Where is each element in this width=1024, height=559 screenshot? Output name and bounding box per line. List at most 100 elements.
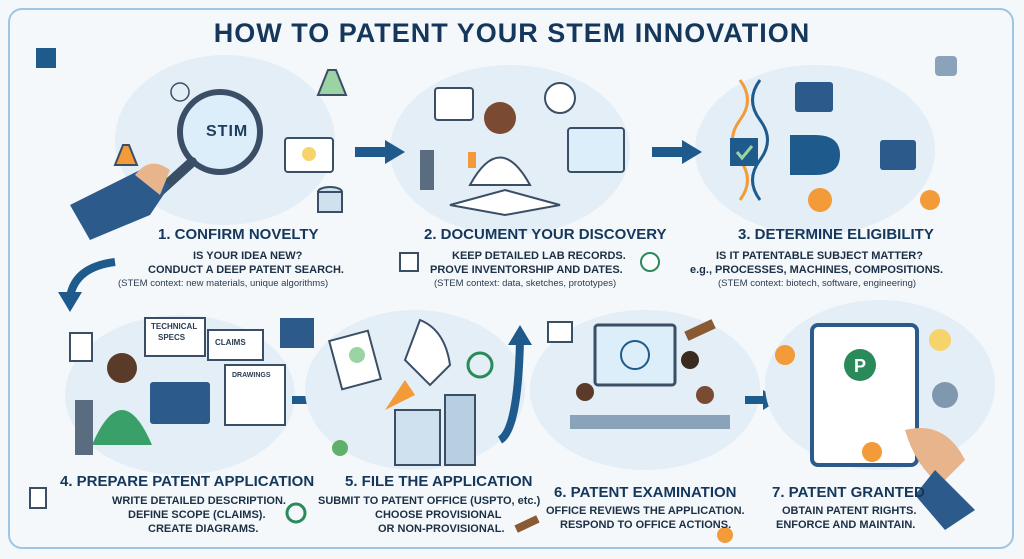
step-4-title: 4. PREPARE PATENT APPLICATION xyxy=(60,473,315,490)
step-2-context: (STEM context: data, sketches, prototype… xyxy=(434,278,617,289)
step1-illustration xyxy=(36,48,348,240)
presentation-screen xyxy=(593,323,677,387)
page-title: HOW TO PATENT YOUR STEM INNOVATION xyxy=(213,18,811,48)
magnifier-label: STIM xyxy=(206,123,249,140)
step6-backdrop xyxy=(530,310,760,470)
chair-icon xyxy=(75,400,93,455)
hand-icon xyxy=(70,170,170,240)
person-head xyxy=(107,353,137,383)
sleeve xyxy=(915,470,975,530)
step-5-line-2: CHOOSE PROVISIONAL xyxy=(375,509,502,521)
step-1-line-1: IS YOUR IDEA NEW? xyxy=(193,250,303,262)
patent-certificate xyxy=(810,323,919,467)
building-icon xyxy=(394,409,441,466)
globe-icon xyxy=(466,351,494,379)
hand-holding-icon xyxy=(905,428,965,485)
calendar-icon-small xyxy=(399,252,419,272)
step-3-context: (STEM context: biotech, software, engine… xyxy=(718,278,917,289)
magnifier-icon xyxy=(177,89,263,175)
hand-skin xyxy=(135,163,170,195)
logic-gate-icon xyxy=(790,135,840,175)
scientist-head xyxy=(484,102,516,134)
gavel-icon-small xyxy=(514,515,540,533)
drawings-doc xyxy=(224,364,286,426)
arrow-5-6 xyxy=(497,339,524,444)
code-window-icon xyxy=(795,82,833,112)
step-4-line-3: CREATE DIAGRAMS. xyxy=(148,523,259,535)
step-5-title: 5. FILE THE APPLICATION xyxy=(345,473,533,490)
step-6-line-1: OFFICE REVIEWS THE APPLICATION. xyxy=(546,505,745,517)
step3-illustration xyxy=(695,56,957,235)
step-5-line-3: OR NON-PROVISIONAL. xyxy=(378,523,505,535)
rocket-icon xyxy=(403,318,452,387)
step-3-line-2: e.g., PROCESSES, MACHINES, COMPOSITIONS. xyxy=(690,264,944,276)
flask-icon xyxy=(316,69,348,96)
check-circle-icon xyxy=(640,252,660,272)
tree-icon xyxy=(332,440,348,456)
person-shirt xyxy=(92,410,152,445)
step-6-line-2: RESPOND TO OFFICE ACTIONS. xyxy=(560,519,732,531)
step4-illustration xyxy=(65,315,314,475)
award-icon xyxy=(775,345,795,365)
step7-illustration: P xyxy=(717,300,995,543)
document-icon xyxy=(69,332,93,362)
patent-seal-icon xyxy=(844,349,876,381)
ribbon-icon xyxy=(862,442,882,462)
step6-illustration xyxy=(514,310,760,533)
arrow-1-2-head xyxy=(385,140,405,164)
step-7-line-1: OBTAIN PATENT RIGHTS. xyxy=(782,505,917,517)
specs-label-line-1: TECHNICAL xyxy=(151,322,198,331)
clock-icon xyxy=(544,82,576,114)
arrow-2-3-head xyxy=(682,140,702,164)
step2-illustration xyxy=(390,65,630,235)
seal-letter: P xyxy=(854,356,866,376)
step-7-title: 7. PATENT GRANTED xyxy=(772,484,925,501)
code-window-icon-2 xyxy=(880,140,916,170)
step-1-context: (STEM context: new materials, unique alg… xyxy=(118,278,329,289)
outer-frame xyxy=(8,8,1014,549)
badge-doc-icon xyxy=(547,321,573,343)
step-2-line-2: PROVE INVENTORSHIP AND DATES. xyxy=(430,264,623,276)
person-1 xyxy=(576,383,594,401)
blueprint-icon xyxy=(280,318,314,348)
seal-icon xyxy=(349,347,365,363)
bulb-on-screen-icon xyxy=(302,147,316,161)
step-5-line-1: SUBMIT TO PATENT OFFICE (USPTO, etc.) xyxy=(318,495,541,507)
globe-icon-small xyxy=(285,502,307,524)
arrow-5-6-head xyxy=(508,325,532,345)
doc-icon-small xyxy=(29,487,47,509)
meeting-table xyxy=(570,415,730,429)
step-1-line-2: CONDUCT A DEEP PATENT SEARCH. xyxy=(148,264,344,276)
rocket-flame xyxy=(385,380,415,410)
gear-icon-2 xyxy=(932,382,958,408)
beaker-icon xyxy=(113,144,139,166)
step5-illustration xyxy=(305,310,525,470)
drawings-label: DRAWINGS xyxy=(232,372,271,379)
lightbulb-icon xyxy=(929,329,951,351)
step-2-title: 2. DOCUMENT YOUR DISCOVERY xyxy=(424,226,667,243)
gavel-icon xyxy=(684,319,716,341)
claims-doc xyxy=(207,329,264,361)
database-body xyxy=(317,191,343,213)
technical-specs-doc xyxy=(144,317,206,357)
step-4-line-2: DEFINE SCOPE (CLAIMS). xyxy=(128,509,266,521)
hourglass-icon xyxy=(468,152,476,168)
screen-fingerprint-icon xyxy=(620,340,650,370)
claims-label: CLAIMS xyxy=(215,338,246,347)
award-icon-small xyxy=(717,527,733,543)
step-7-line-2: ENFORCE AND MAINTAIN. xyxy=(776,519,916,531)
person-3 xyxy=(696,386,714,404)
tower-icon xyxy=(444,394,476,466)
calendar-icon xyxy=(434,87,474,121)
microscope-icon xyxy=(420,150,434,190)
gate-box xyxy=(730,138,758,166)
step-4-line-1: WRITE DETAILED DESCRIPTION. xyxy=(112,495,286,507)
specs-label-line-2: SPECS xyxy=(158,333,186,342)
notebook-icon xyxy=(449,188,561,217)
step-3-title: 3. DETERMINE ELIGIBILITY xyxy=(738,226,934,243)
check-icon xyxy=(735,145,754,161)
atom-icon xyxy=(170,82,190,102)
monitor-icon xyxy=(567,127,625,173)
step-1-title: 1. CONFIRM NOVELTY xyxy=(158,226,319,243)
